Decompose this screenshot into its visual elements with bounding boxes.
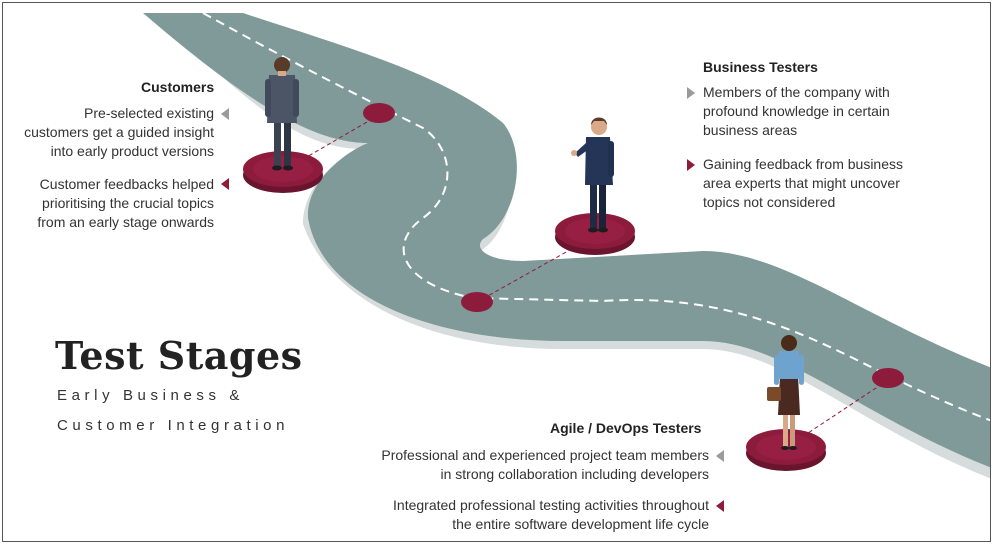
- business-bullet-1: Members of the company with profound kno…: [703, 83, 890, 140]
- agile-bullet-2-arrow-icon: [716, 500, 724, 512]
- business-bullet-2-line-3: topics not considered: [703, 194, 836, 210]
- customers-bullet-2-line-3: from an early stage onwards: [37, 214, 214, 230]
- customers-bullet-1-line-3: into early product versions: [50, 143, 214, 159]
- agile-bullet-1-line-2: in strong collaboration including develo…: [440, 466, 709, 482]
- agile-bullet-1-line-1: Professional and experienced project tea…: [381, 447, 709, 463]
- person-business-figure: [571, 117, 614, 233]
- business-bullet-1-arrow-icon: [687, 87, 695, 99]
- customers-bullet-1-arrow-icon: [221, 108, 229, 120]
- platform-customers: [243, 151, 323, 193]
- customers-bullet-1-line-1: Pre-selected existing: [84, 105, 214, 121]
- business-bullet-2-line-1: Gaining feedback from business: [703, 156, 903, 172]
- agile-bullet-1: Professional and experienced project tea…: [381, 446, 709, 484]
- road: [143, 13, 990, 468]
- customers-bullet-1: Pre-selected existing customers get a gu…: [24, 104, 214, 161]
- agile-bullet-2: Integrated professional testing activiti…: [393, 496, 709, 534]
- subtitle-line-2: Customer Integration: [57, 417, 290, 434]
- business-bullet-1-line-2: profound knowledge in certain: [703, 103, 890, 119]
- customers-bullet-1-line-2: customers get a guided insight: [24, 124, 214, 140]
- road-marker-1: [363, 103, 395, 123]
- business-bullet-2: Gaining feedback from business area expe…: [703, 155, 903, 212]
- connector-2: [476, 236, 594, 303]
- business-heading: Business Testers: [703, 59, 818, 75]
- customers-bullet-2-line-1: Customer feedbacks helped: [39, 176, 214, 192]
- business-bullet-1-line-3: business areas: [703, 122, 798, 138]
- person-customer-figure: [265, 57, 299, 171]
- customers-bullet-2-arrow-icon: [221, 178, 229, 190]
- business-bullet-2-line-2: area experts that might uncover: [703, 175, 900, 191]
- agile-bullet-2-line-1: Integrated professional testing activiti…: [393, 497, 709, 513]
- road-marker-3: [872, 368, 904, 388]
- person-agile-figure: [767, 335, 804, 450]
- connector-1: [292, 114, 380, 166]
- business-bullet-2-arrow-icon: [687, 159, 695, 171]
- road-scene: [143, 12, 990, 479]
- subtitle-line-1: Early Business &: [57, 387, 244, 404]
- customers-bullet-2-line-2: prioritising the crucial topics: [42, 195, 214, 211]
- customers-bullet-2: Customer feedbacks helped prioritising t…: [37, 175, 214, 232]
- agile-bullet-2-line-2: the entire software development life cyc…: [452, 516, 709, 532]
- business-bullet-1-line-1: Members of the company with: [703, 84, 890, 100]
- agile-heading: Agile / DevOps Testers: [550, 420, 702, 436]
- page-title: Test Stages: [55, 333, 303, 378]
- customers-heading: Customers: [141, 79, 215, 95]
- agile-bullet-1-arrow-icon: [716, 450, 724, 462]
